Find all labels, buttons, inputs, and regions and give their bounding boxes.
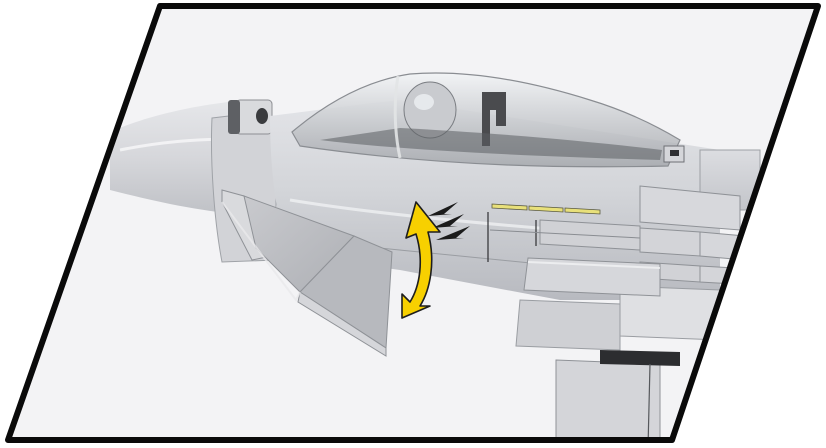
shark-mark-decal [428,202,470,240]
yellow-stripe [491,203,601,215]
rotate-arrow-icon [401,201,441,319]
frame-border [5,3,821,443]
jet-model [110,72,761,440]
canard-wing[interactable] [221,189,393,357]
landing-gear-block [555,359,661,440]
intake-step [523,257,661,297]
seat [482,92,506,146]
